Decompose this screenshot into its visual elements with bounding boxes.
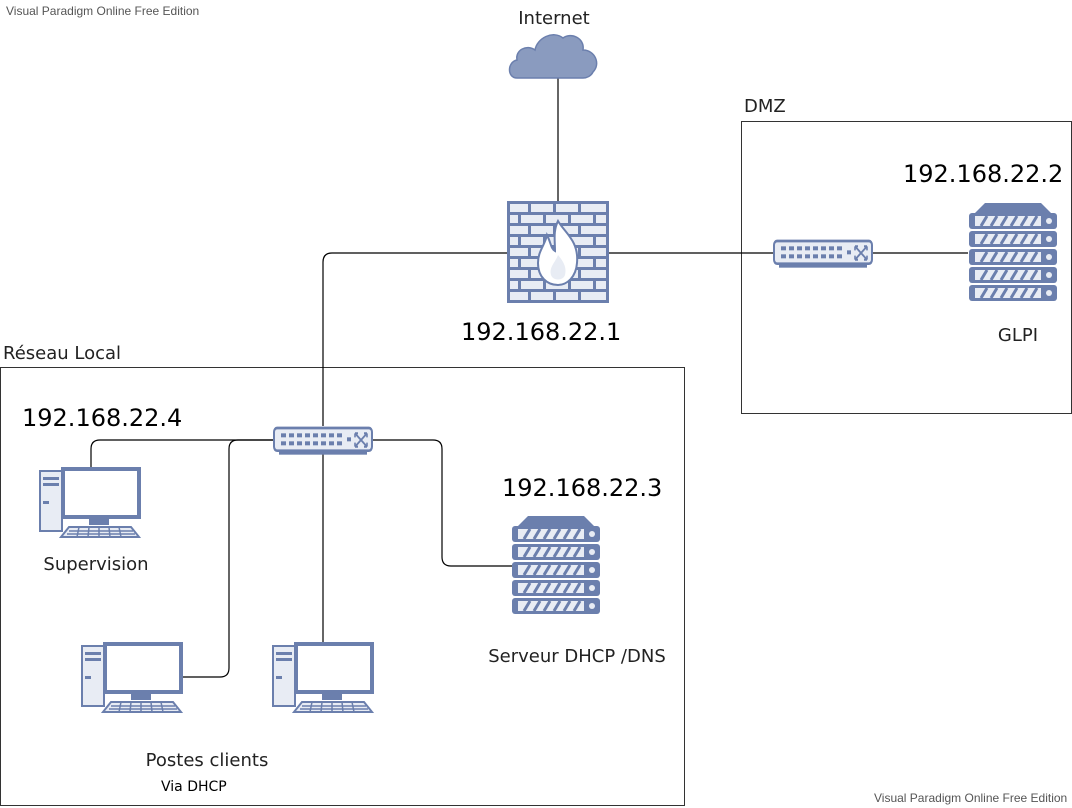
firewall-ip: 192.168.22.1 [461,318,622,346]
supervision-desktop-icon [39,465,143,539]
dhcp-server-label: Serveur DHCP /DNS [488,646,666,667]
dhcp-server-ip: 192.168.22.3 [502,474,663,502]
dhcp-server-icon [510,514,602,618]
firewall-icon [507,201,609,303]
clients-sublabel: Via DHCP [161,779,227,795]
supervision-label: Supervision [43,554,149,575]
glpi-server-icon [967,201,1059,305]
cloud-icon [508,34,598,79]
link-lan-switch-dhcp-server [370,439,512,567]
lan-zone-label: Réseau Local [3,343,122,364]
watermark-top-left: Visual Paradigm Online Free Edition [6,4,200,18]
clients-label: Postes clients [145,750,269,771]
glpi-label: GLPI [997,325,1039,346]
watermark-bottom-right: Visual Paradigm Online Free Edition [874,791,1068,805]
link-lan-switch-supervision [90,439,275,469]
client-desktop-icon-1 [81,640,185,714]
client-desktop-icon-2 [272,640,376,714]
glpi-ip: 192.168.22.2 [903,160,1064,188]
link-lan-switch-client-1 [182,439,275,678]
dmz-zone-label: DMZ [744,96,786,117]
link-firewall-lan-switch [322,252,508,426]
lan-switch-icon [273,424,373,456]
internet-label: Internet [518,8,590,29]
supervision-ip: 192.168.22.4 [22,404,183,432]
dmz-switch-icon [773,237,873,269]
lan-zone [0,367,685,806]
